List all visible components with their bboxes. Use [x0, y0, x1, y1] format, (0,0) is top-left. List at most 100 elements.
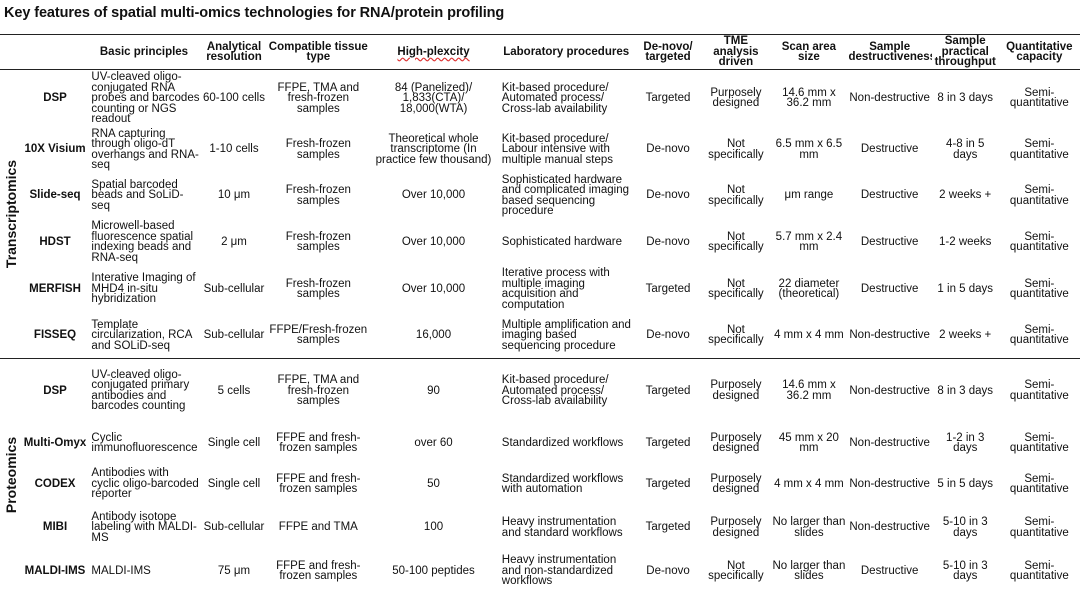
column-header: Sample practical throughput — [931, 34, 999, 70]
table-cell: Over 10,000 — [401, 189, 466, 202]
table-cell: De-novo — [646, 329, 690, 341]
table-cell: De-novo — [646, 143, 690, 156]
table-cell: 6.5 mm x 6.5 mm — [775, 138, 843, 161]
table-cell: FFPE, TMA and fresh-frozen samples — [267, 358, 370, 423]
laboratory-procedures-cell: Heavy instrumentation and non-standardiz… — [501, 554, 617, 588]
basic-principles-cell: Antibody isotope labeling with MALDI-MS — [91, 510, 197, 544]
table-cell: 8 in 3 days — [931, 358, 999, 423]
technology-name: DSP — [43, 92, 67, 104]
table-cell: Sub-cellular — [203, 521, 265, 534]
table-cell: Semi-quantitative — [1009, 516, 1069, 539]
basic-principles-cell: Spatial barcoded beads and SoLiD-seq — [91, 178, 184, 212]
table-cell: 2 μm — [221, 235, 247, 248]
table-cell: Non-destructive — [849, 92, 930, 104]
table-cell: 5-10 in 3 days — [942, 559, 988, 582]
basic-principles-cell: RNA capturing through oligo-dT overhangs… — [91, 127, 199, 171]
column-header-text: High-plexcity — [397, 45, 470, 58]
table-cell: 1-2 in 3 days — [946, 431, 985, 454]
table-cell: Destructive — [860, 143, 919, 156]
column-header: Scan area size — [770, 34, 848, 70]
table-cell: Semi-quantitative — [1009, 277, 1069, 300]
group-header-cell — [0, 34, 23, 70]
table-cell: Single cell — [207, 436, 261, 449]
table-row: 10X Visium RNA capturing through oligo-dT… — [0, 127, 1080, 173]
table-cell: Semi-quantitative — [1009, 323, 1069, 347]
table-cell: De-novo — [646, 189, 690, 202]
laboratory-procedures-cell: Multiple amplification and imaging based… — [501, 318, 631, 352]
table-cell: Not specifically — [708, 184, 764, 207]
table-cell: 1-10 cells — [209, 143, 259, 156]
basic-principles-cell: Antibodies with cyclic oligo-barcoded re… — [91, 467, 199, 501]
technology-name: MIBI — [42, 521, 68, 534]
table-cell: Semi-quantitative — [1009, 230, 1069, 253]
table-cell: Semi-quantitative — [1009, 86, 1069, 110]
technology-name: 10X Visium — [24, 143, 86, 156]
basic-principles-cell: Interative Imaging of MHD4 in-situ hybri… — [91, 272, 196, 306]
column-header: Laboratory procedures — [497, 34, 635, 70]
page-title: Key features of spatial multi-omics tech… — [4, 5, 505, 21]
table-cell: Destructive — [860, 282, 919, 295]
table-cell: Theoretical whole transcriptome (In prac… — [375, 132, 492, 166]
table-cell: Not specifically — [708, 323, 764, 347]
table-cell: over 60 — [414, 436, 453, 449]
laboratory-procedures-cell: Sophisticated hardware and complicated i… — [501, 173, 630, 217]
table-cell: Semi-quantitative — [1009, 472, 1069, 495]
table-cell: 4 mm x 4 mm — [774, 477, 844, 490]
table-cell: 22 diameter (theoretical) — [778, 277, 840, 300]
laboratory-procedures-cell: Standardized workflows — [501, 436, 624, 449]
column-header: Basic principles — [87, 34, 201, 70]
table-cell: De-novo — [646, 235, 690, 248]
table-cell: 84 (Panelized)/ 1,833(CTA)/ 18,000(WTA) — [394, 81, 473, 115]
table-cell: 2 weeks + — [939, 189, 992, 202]
laboratory-procedures-cell: Iterative process with multiple imaging … — [501, 267, 610, 311]
table-cell: Targeted — [645, 282, 691, 295]
group-label: Transcriptomics — [3, 159, 20, 269]
tech-header-cell — [22, 34, 88, 70]
table-cell: 8 in 3 days — [937, 92, 994, 104]
table-cell: Sub-cellular — [203, 282, 265, 295]
table-cell: 100 — [423, 521, 444, 534]
table-cell: Over 10,000 — [401, 235, 466, 248]
table-cell: 5 cells — [200, 358, 268, 423]
table-cell: Over 10,000 — [401, 282, 466, 295]
table-cell: Targeted — [645, 477, 691, 490]
table-cell: 5.7 mm x 2.4 mm — [775, 230, 843, 253]
table-cell: Targeted — [634, 358, 702, 423]
table-cell: Semi-quantitative — [1009, 431, 1069, 454]
basic-principles-cell: Cyclic immunofluorescence — [91, 431, 198, 454]
table-cell: 75 μm — [217, 564, 251, 577]
column-header: Compatible tissue type — [267, 34, 370, 70]
laboratory-procedures-cell: Standardized workflows with automation — [501, 472, 624, 495]
table-cell: FFPE and fresh-frozen samples — [276, 431, 361, 454]
table-cell: FFPE/Fresh-frozen samples — [269, 323, 368, 347]
table-cell: 50 — [427, 477, 440, 490]
table-cell: 4-8 in 5 days — [946, 138, 985, 161]
table-cell: Semi-quantitative — [1009, 138, 1069, 161]
laboratory-procedures-cell: Kit-based procedure/ Automated process/ … — [497, 358, 635, 423]
table-cell: Purposely designed — [710, 431, 762, 454]
table-cell: Semi-quantitative — [1009, 559, 1069, 582]
table-cell: Destructive — [860, 235, 919, 248]
table-cell: Non-destructive — [849, 436, 930, 449]
table-cell: Non-destructive — [849, 329, 930, 341]
table-cell: Purposely designed — [710, 472, 762, 495]
column-header: TME analysis driven — [701, 34, 771, 70]
table-cell: Fresh-frozen samples — [285, 230, 351, 253]
table-cell: FFPE, TMA and fresh-frozen samples — [277, 81, 360, 115]
table-cell: 50-100 peptides — [392, 564, 475, 577]
table-cell: 10 μm — [217, 189, 251, 202]
table-cell: Non-destructive — [849, 521, 930, 534]
table-cell: Purposely designed — [710, 86, 762, 110]
table-cell: FFPE and TMA — [278, 521, 358, 534]
table-cell: 5-10 in 3 days — [942, 516, 988, 539]
laboratory-procedures-cell: Kit-based procedure/ Automated process/ … — [501, 81, 609, 115]
table-cell: Semi-quantitative — [998, 358, 1080, 423]
